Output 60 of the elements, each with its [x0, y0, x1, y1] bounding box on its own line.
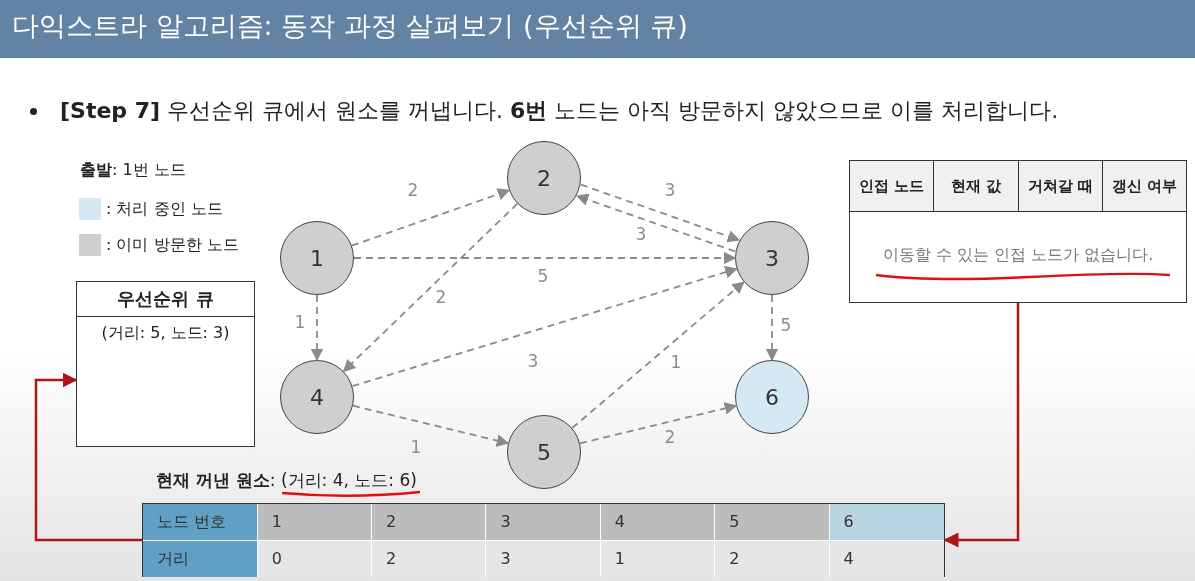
column-header: 현재 값 [934, 161, 1019, 211]
empty-message: 이동할 수 있는 인접 노드가 없습니다. [881, 245, 1155, 266]
table-cell: 2 [372, 504, 487, 540]
legend-label: : 처리 중인 노드 [106, 199, 223, 220]
column-header: 인접 노드 [850, 161, 935, 211]
column-header: 거쳐갈 때 [1018, 161, 1103, 211]
arrow [352, 404, 510, 447]
table-cell: 3 [486, 504, 601, 540]
distance-table [142, 503, 945, 577]
queue-title: 우선순위 큐 [77, 282, 254, 317]
queue-entry: (거리: 5, 노드: 3) [100, 323, 231, 344]
step-description: [Step 7] 우선순위 큐에서 원소를 꺼냅니다. 6번 노드는 아직 방문하지 않았으므로 이를 처리합니다. [60, 97, 1059, 125]
arrow [34, 372, 142, 542]
table-cell: 5 [715, 504, 830, 540]
table-cell: 6 [829, 504, 944, 540]
edge-label: 1 [410, 437, 422, 457]
arrow [353, 251, 737, 265]
edge-label: 3 [664, 180, 676, 200]
node-number: 4 [310, 384, 324, 410]
edge-label: 2 [664, 427, 676, 447]
table-cell: 2 [372, 541, 487, 577]
edge-label: 2 [407, 180, 419, 200]
legend-label: : 이미 방문한 노드 [106, 235, 239, 256]
node-number: 6 [765, 384, 779, 410]
arrow [765, 294, 779, 362]
node-number: 3 [765, 245, 779, 271]
edge-label: 5 [537, 266, 549, 286]
arrow [579, 402, 738, 445]
arrow [342, 202, 519, 373]
row-header: 노드 번호 [143, 504, 258, 540]
edge-label: 3 [635, 224, 647, 244]
arrow [310, 294, 324, 362]
table-cell: 3 [486, 541, 601, 577]
column-header: 갱신 여부 [1102, 161, 1186, 211]
popped-element: 현재 꺼낸 원소: (거리: 4, 노드: 6) [156, 469, 417, 492]
edge-label: 3 [527, 351, 539, 371]
node-number: 5 [537, 439, 551, 465]
edge-label: 5 [780, 315, 792, 335]
start-note: 출발: 1번 노드 [80, 160, 186, 181]
node-number: 1 [310, 245, 324, 271]
table-cell: 0 [257, 541, 373, 577]
edge-label: 1 [294, 312, 306, 332]
adjacency-table [849, 160, 1187, 303]
table-cell: 4 [829, 541, 944, 577]
table-cell: 4 [600, 504, 716, 540]
arrow [580, 183, 741, 243]
row-header: 거리 [143, 541, 258, 577]
title-bar: 다익스트라 알고리즘: 동작 과정 살펴보기 (우선순위 큐) [0, 0, 1195, 58]
edge-label: 2 [435, 287, 447, 307]
edge-label: 1 [670, 352, 682, 372]
arrow [943, 303, 1020, 548]
node-number: 2 [537, 165, 551, 191]
table-cell: 1 [600, 541, 716, 577]
arrow [351, 188, 511, 247]
arrow [351, 266, 738, 388]
arrow [575, 193, 736, 253]
table-cell: 1 [257, 504, 373, 540]
queue-panel [76, 281, 255, 447]
arrow [571, 281, 745, 429]
table-cell: 2 [715, 541, 830, 577]
